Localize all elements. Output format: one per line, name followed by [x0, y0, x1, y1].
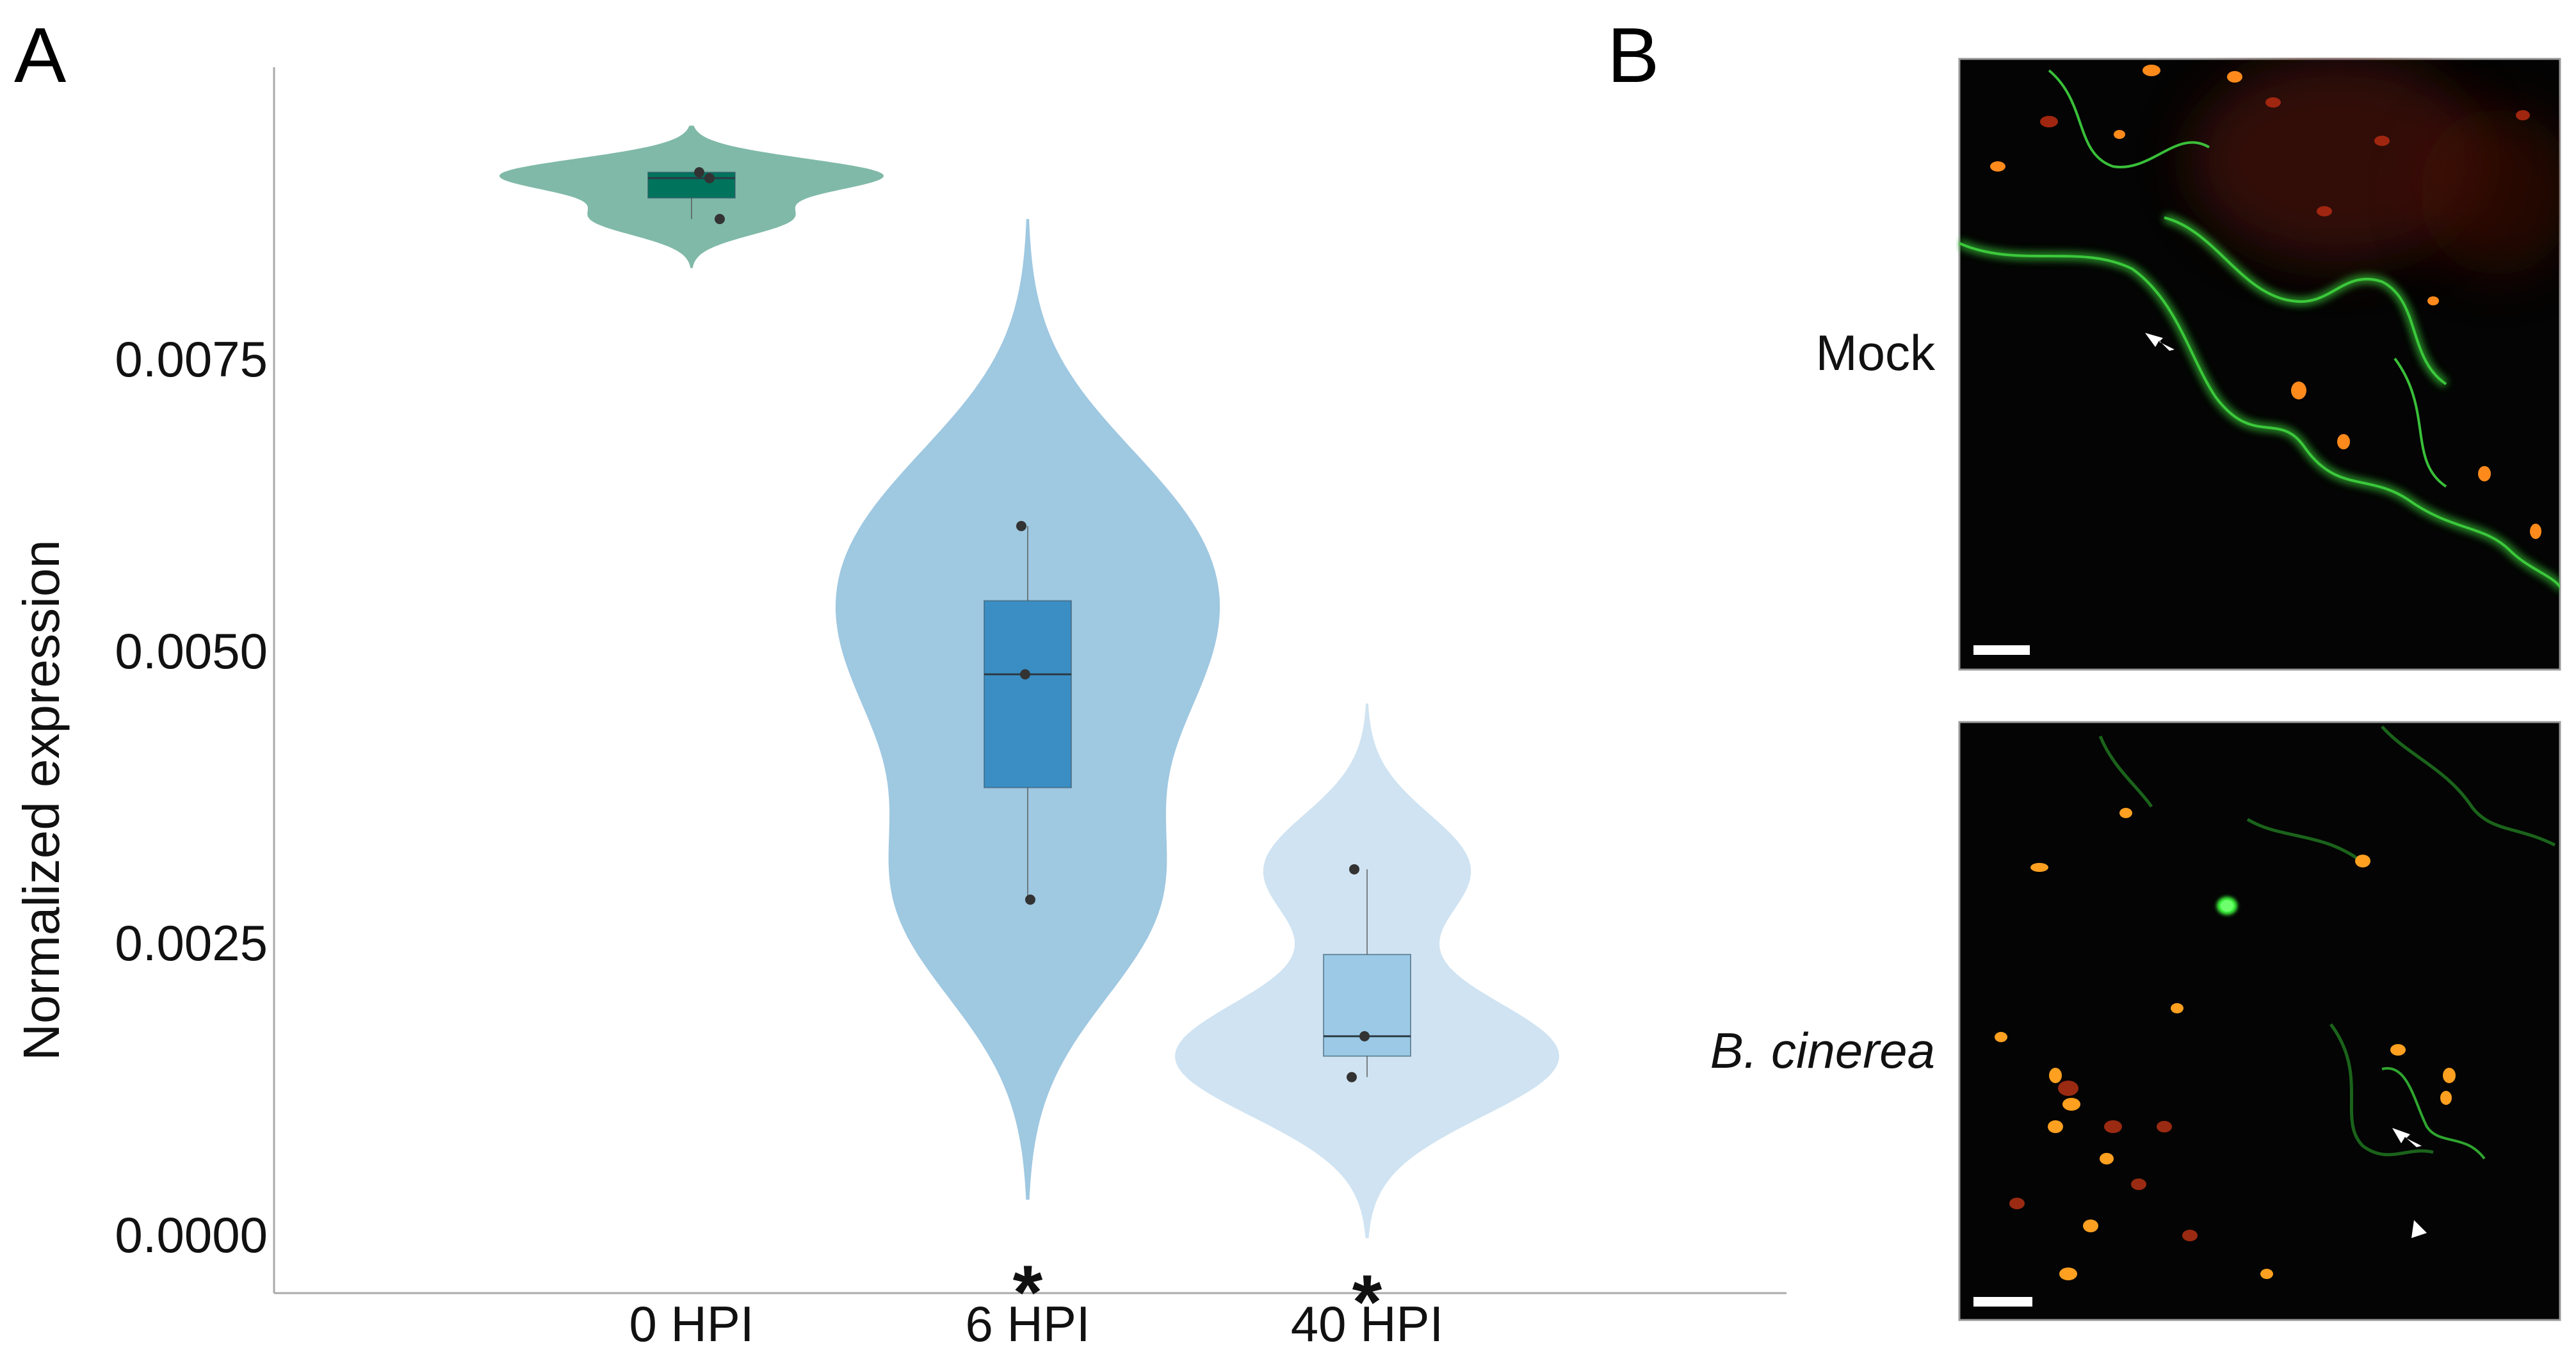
cell-outline: [2098, 736, 2153, 808]
violin-chart: Normalized expression 0.0000 0.0025 0.0050…: [13, 67, 1786, 1352]
cell-outline: [2048, 69, 2210, 168]
chloroplast: [2058, 1081, 2078, 1096]
nucleus: [2119, 808, 2132, 818]
micrograph-infected-background: [1958, 721, 2561, 1321]
data-point: [1025, 894, 1035, 905]
chloroplast: [2131, 1179, 2146, 1190]
chloroplast-autofluorescence: [2190, 58, 2484, 262]
x-tick-labels: 0 HPI 6 HPI 40 HPI: [629, 1296, 1443, 1352]
data-point: [1016, 520, 1026, 531]
cell-outline: [2164, 216, 2447, 385]
cell-outline: [1959, 242, 2560, 590]
scale-bar: [1973, 645, 2030, 655]
nucleus: [2530, 524, 2541, 539]
micrograph-infected: B. cinerea: [1710, 721, 2561, 1321]
panel-b-label: B: [1607, 12, 1659, 99]
nucleus: [2227, 71, 2242, 83]
chloroplast-autofluorescence: [2420, 109, 2560, 275]
nucleus: [2171, 1003, 2183, 1013]
y-tick-label: 0.0025: [115, 915, 268, 971]
scale-bar: [1973, 1297, 2032, 1307]
x-tick-label: 6 HPI: [965, 1296, 1090, 1352]
data-point: [1359, 1031, 1370, 1042]
fluorescent-spot: [2221, 900, 2233, 912]
data-points: [694, 167, 1370, 1082]
y-tick-label: 0.0050: [115, 623, 268, 679]
nucleus: [2337, 434, 2350, 449]
cell-outline: [2381, 1066, 2486, 1160]
nucleus: [2114, 130, 2125, 139]
x-tick-label: 0 HPI: [629, 1296, 754, 1352]
cell-outline: [2381, 725, 2556, 847]
x-tick-label: 40 HPI: [1291, 1296, 1443, 1352]
chloroplast: [2040, 116, 2058, 127]
data-point: [704, 173, 715, 184]
chloroplast: [2182, 1230, 2198, 1241]
nucleus: [2100, 1153, 2114, 1164]
data-point: [1020, 669, 1030, 680]
y-tick-label: 0.0000: [115, 1207, 268, 1263]
nucleus: [2291, 382, 2306, 399]
data-point: [715, 214, 725, 225]
nucleus: [2260, 1269, 2273, 1279]
chloroplast: [2317, 206, 2332, 216]
chloroplast: [2157, 1121, 2172, 1132]
chloroplast: [2104, 1120, 2122, 1133]
nucleus: [2030, 863, 2048, 872]
box: [647, 172, 736, 199]
chloroplast: [2516, 110, 2530, 120]
y-tick-label: 0.0075: [115, 331, 268, 387]
nucleus: [1990, 161, 2005, 172]
nucleus: [2390, 1044, 2406, 1056]
nucleus: [2440, 1091, 2452, 1105]
y-axis-label: Normalized expression: [13, 540, 70, 1061]
nucleus: [2083, 1219, 2098, 1232]
y-tick-labels: 0.0000 0.0025 0.0050 0.0075: [115, 331, 268, 1263]
nucleus: [2478, 466, 2491, 481]
data-point: [1347, 1072, 1357, 1082]
cell-outline: [2394, 357, 2447, 488]
chloroplast: [2265, 97, 2281, 108]
micrograph-infected-label: B. cinerea: [1710, 1022, 1935, 1079]
nucleus: [2059, 1268, 2077, 1280]
significance-star: *: [1013, 1250, 1043, 1335]
data-point: [694, 167, 704, 178]
nucleus: [2143, 65, 2160, 76]
nucleus: [2443, 1068, 2456, 1083]
nucleus: [2048, 1120, 2063, 1133]
data-point: [1349, 864, 1359, 874]
chloroplast: [2374, 136, 2390, 146]
nucleus: [2062, 1098, 2080, 1111]
arrow-marker: [2392, 1128, 2422, 1147]
box: [984, 600, 1072, 789]
arrowhead-marker: [2411, 1220, 2427, 1238]
nucleus: [2427, 296, 2439, 305]
box: [1323, 954, 1411, 1057]
chloroplast: [2009, 1198, 2025, 1209]
micrograph-mock-label: Mock: [1816, 325, 1936, 381]
panel-a-label: A: [14, 12, 67, 99]
micrograph-mock: Mock: [1816, 58, 2561, 671]
significance-markers: **: [1013, 1250, 1382, 1345]
arrow-marker: [2145, 333, 2175, 351]
nucleus: [1995, 1032, 2007, 1042]
nucleus: [2049, 1068, 2062, 1083]
nucleus: [2355, 855, 2370, 867]
cell-outline: [2329, 1023, 2434, 1157]
significance-star: *: [1352, 1259, 1382, 1345]
cell-outline: [2246, 817, 2358, 860]
boxplots: [647, 172, 1411, 1077]
